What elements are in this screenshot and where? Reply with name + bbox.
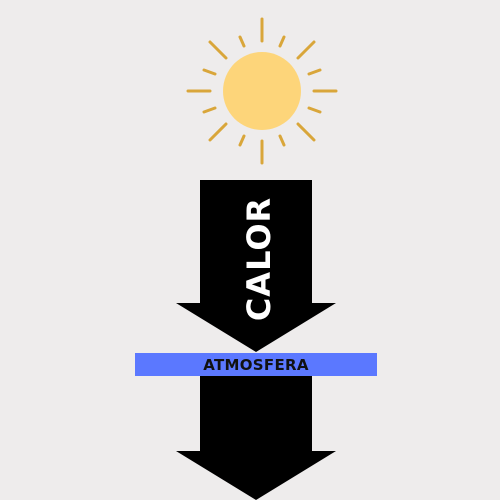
sun-disc (223, 52, 301, 130)
sun-rays (186, 17, 338, 165)
atmosphere-band: ATMOSFERA (135, 353, 377, 376)
heat-label: CALOR (240, 196, 278, 322)
sun-icon (186, 17, 338, 165)
atmosphere-label: ATMOSFERA (203, 355, 309, 374)
heat-arrow (176, 180, 336, 352)
transmitted-arrow (176, 376, 336, 500)
